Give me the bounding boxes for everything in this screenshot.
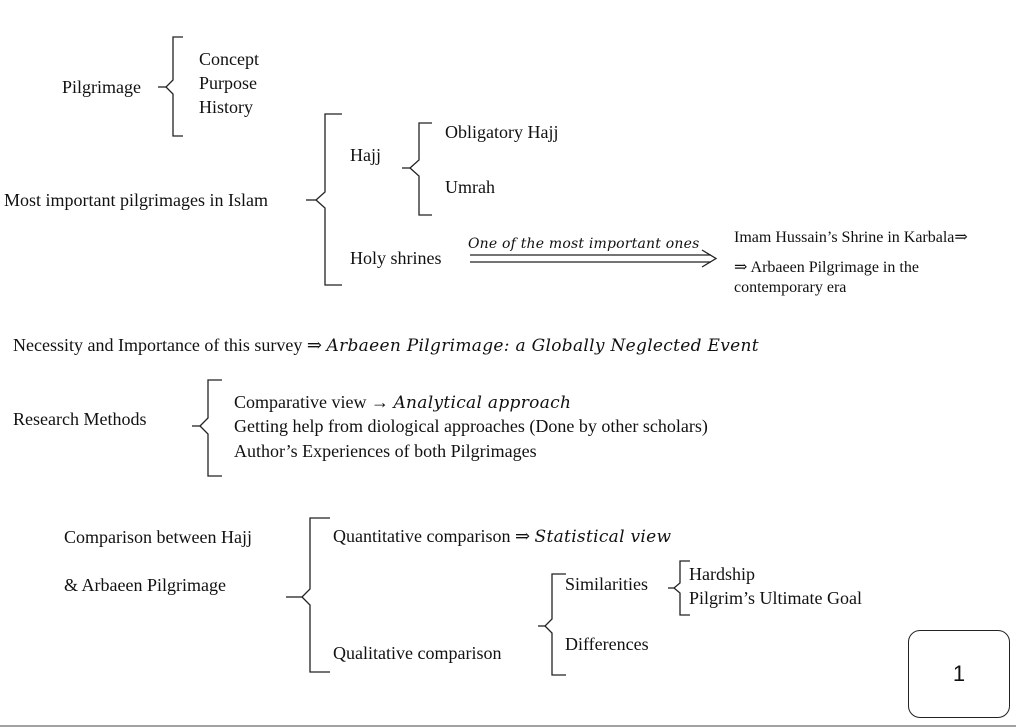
shrine-result-line1: Imam Hussain’s Shrine in Karbala⇒: [734, 229, 968, 246]
brace-methods: [199, 379, 222, 477]
similarities-label: Similarities: [565, 574, 648, 594]
brace-comparison: [301, 517, 330, 673]
hajj-item-umrah: Umrah: [445, 177, 495, 197]
holy-shrines-label: Holy shrines: [350, 248, 442, 268]
brace-qualitative: [544, 573, 566, 676]
pilgrimage-item-concept: Concept: [199, 49, 259, 69]
comparison-label-line2: & Arbaeen Pilgrimage: [64, 575, 226, 595]
shrine-result-line2: ⇒ Arbaeen Pilgrimage in the: [734, 259, 919, 276]
brace-hajj: [409, 122, 432, 216]
differences-label: Differences: [565, 634, 649, 654]
arrow-caption: One of the most important ones: [468, 236, 700, 252]
brace-similarities: [672, 560, 690, 616]
hajj-item-obligatory: Obligatory Hajj: [445, 122, 559, 142]
hajj-label: Hajj: [350, 145, 381, 165]
methods-item-comparative: Comparative view → Analytical approach: [234, 391, 571, 414]
necessity-label: Necessity and Importance of this survey …: [13, 335, 322, 355]
brace-important: [315, 113, 342, 286]
similarity-item-goal: Pilgrim’s Ultimate Goal: [689, 588, 862, 608]
necessity-row: Necessity and Importance of this survey …: [13, 334, 759, 357]
methods-label: Research Methods: [13, 409, 147, 429]
page-number-box: 1: [908, 630, 1010, 718]
comparison-label-line1: Comparison between Hajj: [64, 527, 252, 547]
methods-item1-italic: Analytical approach: [393, 393, 572, 413]
necessity-value: Arbaeen Pilgrimage: a Globally Neglected…: [326, 336, 759, 356]
qualitative-label: Qualitative comparison: [333, 643, 502, 663]
page-number: 1: [952, 661, 966, 686]
pilgrimage-item-purpose: Purpose: [199, 73, 257, 93]
quantitative-row: Quantitative comparison ⇒ Statistical vi…: [333, 525, 671, 548]
methods-item1-text: Comparative view →: [234, 392, 389, 412]
quantitative-italic: Statistical view: [534, 527, 672, 547]
shrine-result-line3: contemporary era: [734, 279, 847, 296]
quantitative-text: Quantitative comparison ⇒: [333, 526, 531, 546]
similarity-item-hardship: Hardship: [689, 564, 755, 584]
double-arrow-icon: [470, 249, 718, 268]
pilgrimage-item-history: History: [199, 97, 253, 117]
important-label: Most important pilgrimages in Islam: [4, 190, 268, 210]
pilgrimage-label: Pilgrimage: [62, 77, 141, 97]
methods-item-dialogical: Getting help from diological approaches …: [234, 416, 708, 436]
brace-pilgrimage: [165, 36, 183, 137]
methods-item-experiences: Author’s Experiences of both Pilgrimages: [234, 441, 537, 461]
